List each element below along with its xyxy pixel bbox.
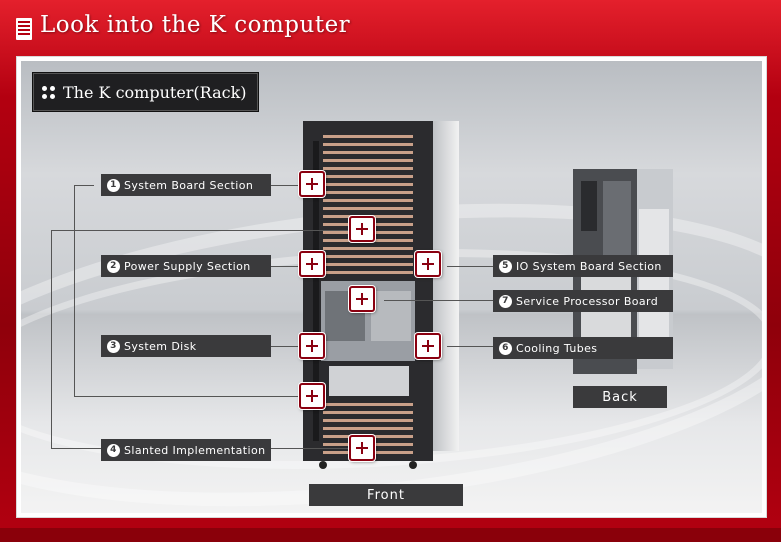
label-system-board-section[interactable]: 1 System Board Section bbox=[101, 174, 271, 196]
label-io-system-board-section[interactable]: 5 IO System Board Section bbox=[493, 255, 673, 277]
hotspot-slanted-implementation[interactable] bbox=[349, 435, 375, 461]
connector-line bbox=[271, 346, 309, 347]
number-badge: 3 bbox=[107, 339, 120, 353]
connector-line bbox=[51, 230, 52, 448]
connector-line bbox=[74, 185, 75, 396]
server-icon bbox=[16, 18, 32, 40]
front-rack-image bbox=[303, 121, 459, 469]
label-slanted-implementation[interactable]: 4 Slanted Implementation bbox=[101, 439, 271, 461]
connector-line bbox=[51, 230, 361, 231]
connector-line bbox=[271, 448, 359, 449]
hotspot-system-board-section[interactable] bbox=[299, 171, 325, 197]
connector-line bbox=[51, 448, 101, 449]
hotspot-io-system-board-section[interactable] bbox=[415, 251, 441, 277]
bottom-strip bbox=[0, 528, 781, 542]
label-service-processor-board[interactable]: 7 Service Processor Board bbox=[493, 290, 673, 312]
label-cooling-tubes[interactable]: 6 Cooling Tubes bbox=[493, 337, 673, 359]
title-bar: Look into the K computer bbox=[0, 0, 781, 56]
label-text: IO System Board Section bbox=[516, 259, 662, 273]
number-badge: 4 bbox=[107, 443, 120, 457]
connector-line bbox=[271, 185, 309, 186]
number-badge: 5 bbox=[499, 259, 512, 273]
number-badge: 6 bbox=[499, 341, 512, 355]
connector-line bbox=[384, 300, 493, 301]
hotspot-system-disk[interactable] bbox=[299, 333, 325, 359]
label-text: Cooling Tubes bbox=[516, 341, 598, 355]
label-text: System Board Section bbox=[124, 178, 254, 192]
label-text: Power Supply Section bbox=[124, 259, 251, 273]
content-panel: The K computer(Rack) bbox=[16, 56, 767, 518]
label-text: Slanted Implementation bbox=[124, 443, 266, 457]
label-system-disk[interactable]: 3 System Disk bbox=[101, 335, 271, 357]
connector-line bbox=[74, 185, 94, 186]
connector-line bbox=[447, 266, 493, 267]
number-badge: 2 bbox=[107, 259, 120, 273]
connector-line bbox=[447, 346, 493, 347]
number-badge: 1 bbox=[107, 178, 120, 192]
rack-stage: The K computer(Rack) bbox=[21, 61, 762, 513]
four-dots-icon bbox=[42, 85, 55, 99]
hotspot-power-supply-section[interactable] bbox=[299, 251, 325, 277]
connector-line bbox=[271, 266, 309, 267]
hotspot-slanted-implementation-top[interactable] bbox=[349, 216, 375, 242]
front-view-button[interactable]: Front bbox=[309, 484, 463, 506]
section-heading-text: The K computer(Rack) bbox=[63, 82, 247, 102]
page-title: Look into the K computer bbox=[40, 12, 351, 38]
hotspot-cooling-tubes[interactable] bbox=[415, 333, 441, 359]
label-power-supply-section[interactable]: 2 Power Supply Section bbox=[101, 255, 271, 277]
hotspot-service-processor-board[interactable] bbox=[349, 286, 375, 312]
label-text: System Disk bbox=[124, 339, 197, 353]
connector-line bbox=[74, 396, 309, 397]
number-badge: 7 bbox=[499, 294, 512, 308]
back-view-button[interactable]: Back bbox=[573, 386, 667, 408]
section-heading: The K computer(Rack) bbox=[33, 73, 258, 111]
hotspot-system-board-lower[interactable] bbox=[299, 383, 325, 409]
label-text: Service Processor Board bbox=[516, 294, 659, 308]
